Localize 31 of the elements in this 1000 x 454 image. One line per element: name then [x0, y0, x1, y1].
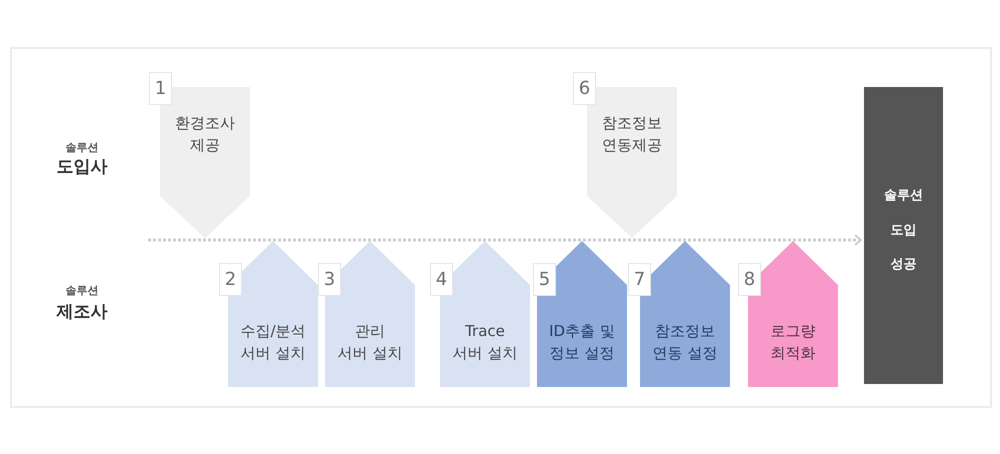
- step-number: 1: [149, 72, 172, 105]
- step-pentagon: [318, 241, 415, 387]
- step-number: 4: [430, 263, 453, 296]
- step-label: 환경조사 제공: [175, 113, 235, 156]
- row-title: 도입사: [56, 157, 108, 177]
- step-number: 6: [573, 72, 596, 105]
- step-pentagon: [628, 241, 730, 387]
- step-number: 2: [219, 263, 242, 296]
- step-number: 3: [318, 263, 341, 296]
- step-number: 5: [533, 263, 556, 296]
- step-pentagon: [430, 241, 530, 387]
- step-label: 관리 서버 설치: [338, 321, 402, 364]
- step-label: 수집/분석 서버 설치: [240, 321, 306, 364]
- step-number: 8: [738, 263, 761, 296]
- row-subtitle: 솔루션: [66, 284, 98, 298]
- timeline-arrow: [148, 234, 862, 246]
- step-pentagon: [573, 72, 677, 238]
- row-title: 제조사: [56, 302, 108, 322]
- goal-text: 솔루션 도입 성공: [884, 187, 923, 274]
- step-number: 7: [628, 263, 651, 296]
- step-pentagon: [533, 241, 627, 387]
- row-subtitle: 솔루션: [66, 141, 98, 155]
- step-label: ID추출 및 정보 설정: [549, 321, 615, 364]
- step-label: 로그량 최적화: [770, 321, 816, 364]
- step-label: Trace 서버 설치: [452, 321, 518, 364]
- step-pentagon: [738, 241, 838, 387]
- goal-box: [864, 87, 943, 384]
- step-pentagon: [219, 241, 318, 387]
- step-label: 참조정보 연동제공: [602, 113, 662, 156]
- step-label: 참조정보 연동 설정: [652, 321, 718, 364]
- step-pentagon: [149, 72, 250, 238]
